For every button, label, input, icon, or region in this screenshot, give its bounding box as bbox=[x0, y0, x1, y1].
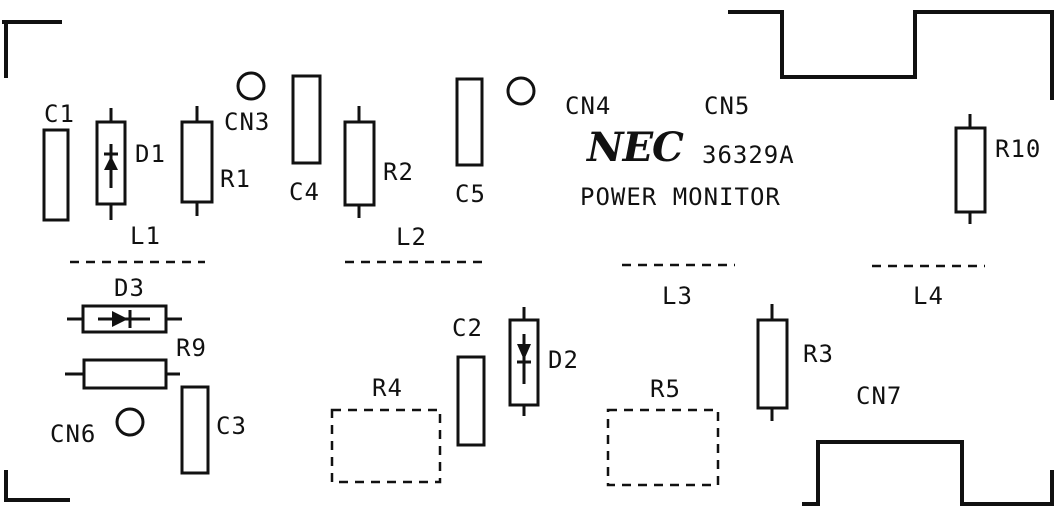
label-c5: C5 bbox=[455, 180, 486, 208]
label-cn6: CN6 bbox=[50, 420, 97, 448]
resistor-r3 bbox=[756, 318, 789, 410]
board-title: POWER MONITOR bbox=[580, 183, 781, 211]
resistor-r2 bbox=[343, 120, 376, 207]
label-r1: R1 bbox=[220, 165, 251, 193]
label-cn7: CN7 bbox=[856, 382, 903, 410]
label-l1: L1 bbox=[130, 222, 161, 250]
resistor-r5-outline bbox=[606, 408, 720, 487]
label-d1: D1 bbox=[135, 140, 166, 168]
label-r2: R2 bbox=[383, 158, 414, 186]
board-edge-bottom-right-notch bbox=[802, 440, 1054, 506]
label-l4: L4 bbox=[913, 282, 944, 310]
capacitor-c4 bbox=[291, 74, 322, 165]
label-r4: R4 bbox=[372, 374, 403, 402]
label-cn4: CN4 bbox=[565, 92, 612, 120]
label-cn5: CN5 bbox=[704, 92, 751, 120]
label-r10: R10 bbox=[995, 135, 1042, 163]
label-c2: C2 bbox=[452, 314, 483, 342]
part-number: 36329A bbox=[702, 141, 795, 169]
resistor-r9 bbox=[82, 358, 168, 390]
capacitor-c2 bbox=[456, 355, 486, 447]
label-l2: L2 bbox=[396, 223, 427, 251]
capacitor-c1 bbox=[42, 128, 70, 222]
label-r9: R9 bbox=[176, 334, 207, 362]
label-l3: L3 bbox=[662, 282, 693, 310]
label-c1: C1 bbox=[44, 100, 75, 128]
label-r3: R3 bbox=[803, 340, 834, 368]
label-c3: C3 bbox=[216, 412, 247, 440]
label-c4: C4 bbox=[289, 178, 320, 206]
label-r5: R5 bbox=[650, 375, 681, 403]
resistor-r4-outline bbox=[330, 408, 442, 484]
resistor-r1 bbox=[180, 120, 214, 204]
capacitor-c3 bbox=[180, 385, 210, 475]
connector-cn3-pad bbox=[236, 71, 266, 101]
connector-cn4-pad bbox=[506, 76, 536, 106]
board-edge-bottom-left bbox=[4, 470, 70, 502]
connector-cn6-pad bbox=[115, 407, 145, 437]
capacitor-c5 bbox=[455, 77, 484, 167]
label-cn3: CN3 bbox=[224, 108, 271, 136]
nec-logo: NEC bbox=[587, 124, 684, 171]
board-edge-top-right-notch bbox=[728, 10, 1054, 100]
resistor-r10 bbox=[954, 126, 987, 214]
label-d3: D3 bbox=[114, 274, 145, 302]
label-d2: D2 bbox=[548, 346, 579, 374]
